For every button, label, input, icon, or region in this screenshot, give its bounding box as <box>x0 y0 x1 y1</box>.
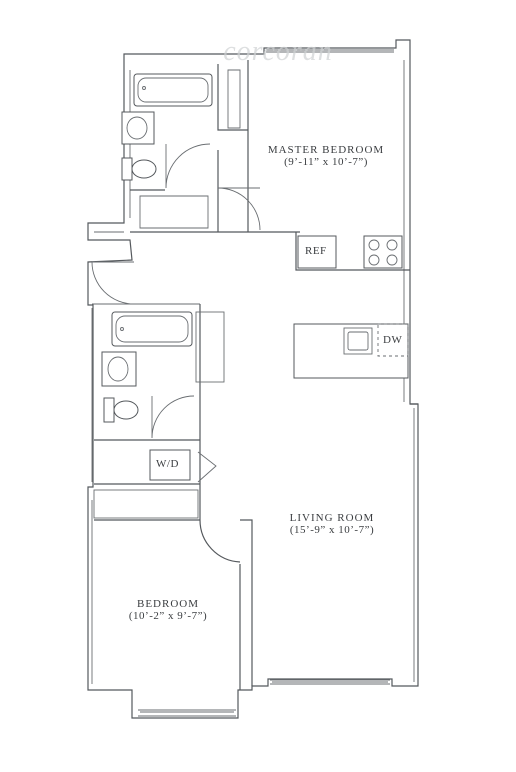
kitchen-wall <box>295 232 404 271</box>
living-room-label: LIVING ROOM (15’-9” x 10’-7”) <box>262 512 402 536</box>
master-closet <box>139 69 241 229</box>
right-wall-step <box>404 269 418 405</box>
living-room-name: LIVING ROOM <box>289 512 375 524</box>
second-toilet-bowl <box>113 400 139 420</box>
wd-label: W/D <box>156 458 179 470</box>
master-bath-wall <box>130 60 300 233</box>
kitchen-island <box>293 323 409 379</box>
living-window <box>270 679 390 685</box>
ref-box <box>297 235 337 269</box>
top-tub-drain <box>142 86 146 90</box>
second-linen <box>195 311 225 383</box>
top-window <box>266 49 394 53</box>
entry-door-swing <box>91 261 200 305</box>
second-tub-drain <box>120 327 124 331</box>
top-bathtub <box>133 73 213 107</box>
bedroom-dims: (10’-2” x 9’-7”) <box>128 610 208 622</box>
burner-3 <box>368 254 380 266</box>
living-room-dims: (15’-9” x 10’-7”) <box>289 524 375 536</box>
master-bedroom-name: MASTER BEDROOM <box>267 144 385 156</box>
outer-wall <box>87 39 419 719</box>
second-toilet-tank <box>103 397 115 423</box>
ref-label: REF <box>305 245 327 257</box>
top-toilet-bowl <box>131 159 157 179</box>
wd-closet <box>149 449 191 481</box>
burner-2 <box>386 239 398 251</box>
top-toilet-tank <box>121 157 133 181</box>
bedroom-label: BEDROOM (10’-2” x 9’-7”) <box>98 598 238 622</box>
master-door-swing <box>217 187 261 231</box>
second-tub <box>111 311 193 347</box>
master-bedroom-dims: (9’-11” x 10’-7”) <box>284 156 368 168</box>
dw-outline <box>377 323 409 357</box>
top-sink <box>126 116 148 140</box>
wd-door <box>197 451 217 483</box>
top-bathtub-inner <box>137 77 209 103</box>
bottom-window <box>138 709 236 717</box>
bedroom-name: BEDROOM <box>136 598 199 610</box>
second-tub-inner <box>115 315 189 343</box>
burner-1 <box>368 239 380 251</box>
burner-4 <box>386 254 398 266</box>
second-bath-door-swing <box>151 395 195 439</box>
master-bedroom-label: MASTER BEDROOM (9’-11” x 10’-7”) <box>256 144 396 168</box>
top-bath-door-swing <box>165 143 211 189</box>
island-sink-bowl <box>347 331 369 351</box>
island-sink <box>343 327 373 355</box>
second-sink <box>107 356 129 382</box>
watermark: corcoran <box>223 36 333 67</box>
bedroom-wall <box>199 519 253 690</box>
bedroom-closet <box>93 489 199 519</box>
dw-label: DW <box>383 334 403 346</box>
